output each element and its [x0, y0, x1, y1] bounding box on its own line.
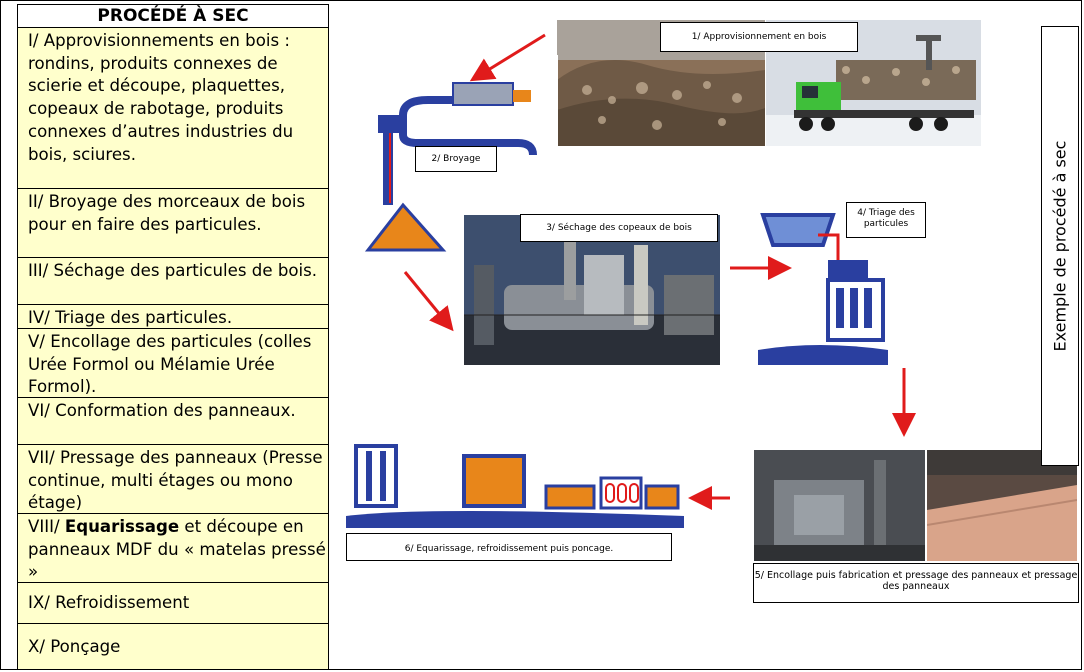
side-label-box: Exemple de procédé à sec: [1041, 26, 1079, 466]
table-row-3: III/ Séchage des particules de bois.: [17, 258, 329, 305]
row-8-bold: Equarissage: [64, 517, 180, 536]
gluing-photo: [754, 450, 925, 561]
dryer-photo: [464, 215, 720, 365]
table-row-1: I/ Approvisionnements en bois : rondins,…: [17, 28, 329, 189]
step5-label: 5/ Encollage puis fabrication et pressag…: [753, 563, 1079, 603]
sorting-diagram: [758, 200, 888, 365]
sorting-image: [758, 200, 888, 365]
step6-label: 6/ Equarissage, refroidissement puis pon…: [346, 533, 672, 561]
pressing-image: [927, 450, 1077, 561]
table-row-7: VII/ Pressage des panneaux (Presse conti…: [17, 445, 329, 514]
arrow-1-to-2: [469, 33, 546, 82]
step4-label: 4/ Triage des particules: [846, 202, 926, 238]
table-row-5: V/ Encollage des particules (colles Urée…: [17, 329, 329, 398]
finishing-line-image: [346, 436, 684, 528]
step2-label: 2/ Broyage: [415, 146, 497, 172]
row-8-suffix: et découpe en panneaux MDF du « matelas …: [28, 517, 326, 582]
arrow-2-to-3: [403, 271, 454, 332]
logging-truck-photo: [766, 20, 981, 146]
step1-label: 1/ Approvisionnement en bois: [660, 22, 858, 52]
logging-truck-image: [766, 20, 981, 146]
process-steps-table: PROCÉDÉ À SEC I/ Approvisionnements en b…: [17, 4, 329, 670]
gluing-image: [754, 450, 925, 561]
pressing-photo: [927, 450, 1077, 561]
finishing-line-diagram: [346, 436, 684, 528]
table-row-9: IX/ Refroidissement: [17, 583, 329, 624]
row-8-prefix: VIII/: [28, 517, 65, 536]
dryer-image: [464, 215, 720, 365]
table-header: PROCÉDÉ À SEC: [17, 4, 329, 28]
table-row-8: VIII/ Equarissage et découpe en panneaux…: [17, 514, 329, 583]
table-row-2: II/ Broyage des morceaux de bois pour en…: [17, 189, 329, 258]
step3-label: 3/ Séchage des copeaux de bois: [520, 214, 718, 242]
table-row-6: VI/ Conformation des panneaux.: [17, 398, 329, 445]
table-row-4: IV/ Triage des particules.: [17, 305, 329, 329]
table-row-10: X/ Ponçage: [17, 624, 329, 670]
